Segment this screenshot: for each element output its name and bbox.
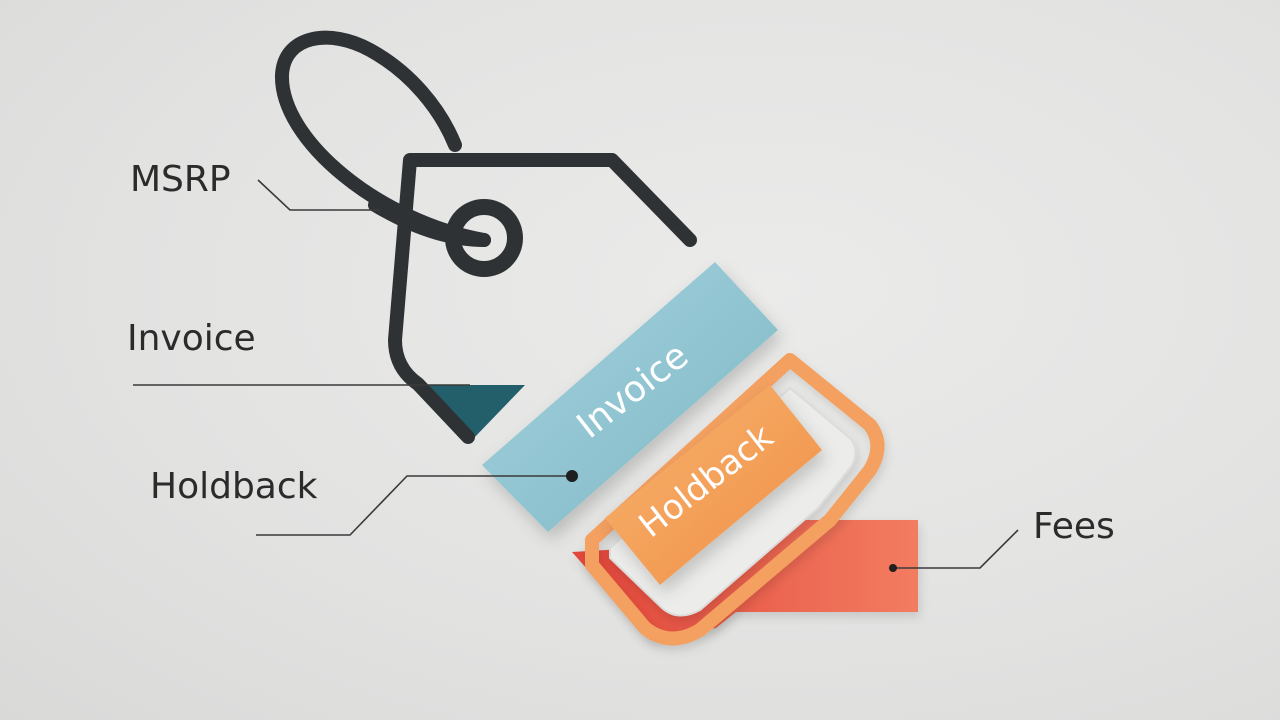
invoice-band — [482, 262, 778, 532]
fees-callout-label: Fees — [1033, 506, 1115, 547]
fees-leader-dot — [889, 564, 897, 572]
holdback-leader-line — [256, 475, 572, 536]
tag-string — [274, 30, 491, 247]
fees-leader-line — [893, 529, 1019, 569]
fees-layer — [572, 520, 918, 640]
holdback-callout-label: Holdback — [150, 466, 318, 507]
msrp-callout-label: MSRP — [130, 159, 231, 200]
tag-string-lower — [368, 198, 491, 247]
price-tag — [274, 30, 697, 444]
holdback-band — [605, 385, 822, 585]
fees-band — [572, 520, 918, 640]
callout-lines — [133, 179, 1019, 569]
msrp-leader-line — [257, 179, 380, 211]
invoice-callout-label: Invoice — [127, 318, 256, 359]
holdback-frame-outline — [585, 353, 885, 646]
holdback-leader-dot — [566, 470, 578, 482]
